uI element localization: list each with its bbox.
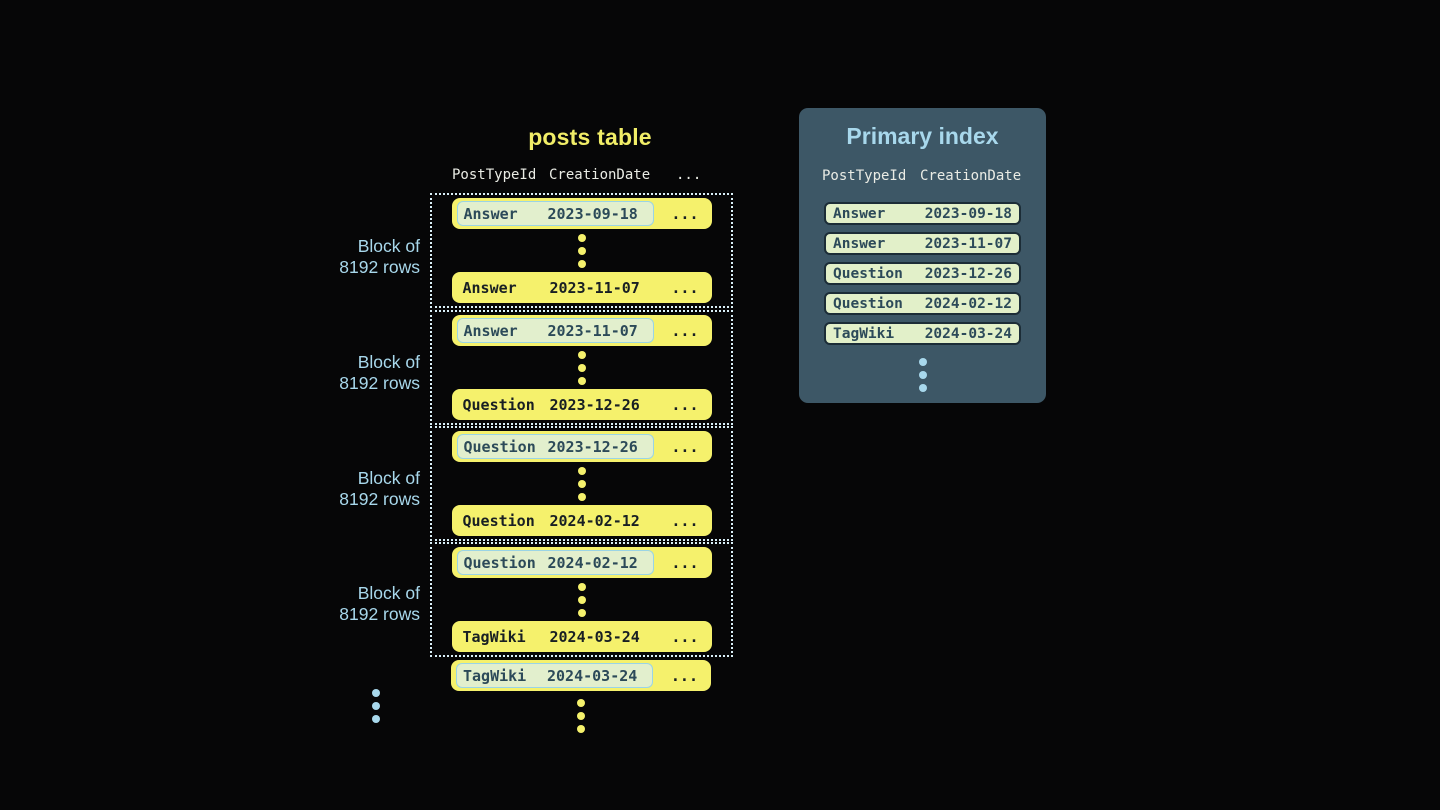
posts-block-4: Question 2024-02-12 ... TagWiki 2024-03-… bbox=[430, 542, 733, 657]
cell-creationdate: 2024-02-12 bbox=[549, 511, 640, 530]
cell-creationdate: 2023-11-07 bbox=[547, 321, 638, 340]
block-label-line2: 8192 rows bbox=[339, 489, 420, 509]
index-column-header-posttypeid: PostTypeId bbox=[822, 168, 907, 184]
cell-posttypeid: Answer bbox=[833, 205, 886, 222]
index-column-header-creationdate: CreationDate bbox=[920, 168, 1022, 184]
index-entry: Question 2023-12-26 bbox=[824, 262, 1021, 285]
table-row: Answer 2023-09-18 ... bbox=[451, 198, 712, 229]
table-row: Question 2024-02-12 ... bbox=[451, 505, 712, 536]
table-row: Answer 2023-11-07 ... bbox=[451, 272, 712, 303]
indexed-row-highlight: TagWiki 2024-03-24 bbox=[456, 663, 653, 688]
cell-posttypeid: Answer bbox=[462, 278, 517, 297]
cell-creationdate: 2024-03-24 bbox=[924, 325, 1012, 342]
primary-index-panel: Primary index PostTypeId CreationDate An… bbox=[799, 108, 1046, 403]
table-row: Question 2023-12-26 ... bbox=[451, 431, 712, 462]
vertical-ellipsis-icon bbox=[577, 696, 585, 735]
cell-creationdate: 2024-03-24 bbox=[549, 627, 640, 646]
block-label-line2: 8192 rows bbox=[339, 257, 420, 277]
cell-posttypeid: Answer bbox=[463, 321, 518, 340]
vertical-ellipsis-icon bbox=[577, 464, 586, 503]
indexed-row-highlight: Answer 2023-11-07 bbox=[456, 318, 654, 343]
block-label-2: Block of 8192 rows bbox=[270, 352, 420, 394]
cell-creationdate: 2024-03-24 bbox=[547, 666, 638, 685]
cell-posttypeid: TagWiki bbox=[463, 666, 527, 685]
cell-posttypeid: TagWiki bbox=[462, 627, 526, 646]
posts-block-1: Answer 2023-09-18 ... Answer 2023-11-07 … bbox=[430, 193, 733, 308]
posts-column-header-more: ... bbox=[676, 167, 702, 183]
block-label-1: Block of 8192 rows bbox=[270, 236, 420, 278]
cell-creationdate: 2024-02-12 bbox=[547, 553, 638, 572]
posts-overflow-row: TagWiki 2024-03-24 ... bbox=[451, 660, 711, 691]
ellipsis-icon: ... bbox=[670, 666, 698, 685]
block-label-4: Block of 8192 rows bbox=[270, 583, 420, 625]
cell-posttypeid: Question bbox=[463, 437, 536, 456]
cell-posttypeid: Question bbox=[833, 265, 903, 282]
vertical-ellipsis-icon bbox=[577, 580, 586, 619]
cell-posttypeid: TagWiki bbox=[833, 325, 895, 342]
table-row: TagWiki 2024-03-24 ... bbox=[451, 660, 711, 691]
ellipsis-icon: ... bbox=[671, 395, 699, 414]
cell-posttypeid: Question bbox=[463, 553, 536, 572]
ellipsis-icon: ... bbox=[671, 321, 699, 340]
primary-index-title: Primary index bbox=[846, 123, 999, 149]
cell-posttypeid: Answer bbox=[833, 235, 886, 252]
ellipsis-icon: ... bbox=[671, 511, 699, 530]
block-label-line1: Block of bbox=[357, 583, 420, 603]
cell-creationdate: 2023-12-26 bbox=[924, 265, 1012, 282]
cell-posttypeid: Question bbox=[462, 511, 535, 530]
indexed-row-highlight: Answer 2023-09-18 bbox=[456, 201, 654, 226]
index-entry: Question 2024-02-12 bbox=[824, 292, 1021, 315]
cell-posttypeid: Question bbox=[833, 295, 903, 312]
table-row: TagWiki 2024-03-24 ... bbox=[451, 621, 712, 652]
primary-index-rows: Answer 2023-09-18 Answer 2023-11-07 Ques… bbox=[824, 202, 1021, 345]
cell-posttypeid: Question bbox=[462, 395, 535, 414]
table-row: Question 2023-12-26 ... bbox=[451, 389, 712, 420]
block-label-line1: Block of bbox=[357, 468, 420, 488]
cell-creationdate: 2023-09-18 bbox=[547, 204, 638, 223]
ellipsis-icon: ... bbox=[671, 553, 699, 572]
vertical-ellipsis-icon bbox=[577, 348, 586, 387]
block-label-line1: Block of bbox=[357, 236, 420, 256]
vertical-ellipsis-icon bbox=[577, 231, 586, 270]
table-row: Answer 2023-11-07 ... bbox=[451, 315, 712, 346]
block-label-line1: Block of bbox=[357, 352, 420, 372]
index-entry: Answer 2023-11-07 bbox=[824, 232, 1021, 255]
indexed-row-highlight: Question 2023-12-26 bbox=[456, 434, 654, 459]
ellipsis-icon: ... bbox=[671, 627, 699, 646]
vertical-ellipsis-icon bbox=[372, 686, 380, 725]
ellipsis-icon: ... bbox=[671, 204, 699, 223]
posts-column-header-creationdate: CreationDate bbox=[549, 167, 651, 183]
block-label-line2: 8192 rows bbox=[339, 373, 420, 393]
posts-column-header-posttypeid: PostTypeId bbox=[452, 167, 537, 183]
posts-block-3: Question 2023-12-26 ... Question 2024-02… bbox=[430, 426, 733, 541]
cell-creationdate: 2024-02-12 bbox=[924, 295, 1012, 312]
block-label-3: Block of 8192 rows bbox=[270, 468, 420, 510]
table-row: Question 2024-02-12 ... bbox=[451, 547, 712, 578]
vertical-ellipsis-icon bbox=[799, 355, 1046, 394]
cell-posttypeid: Answer bbox=[463, 204, 518, 223]
cell-creationdate: 2023-12-26 bbox=[549, 395, 640, 414]
ellipsis-icon: ... bbox=[671, 437, 699, 456]
cell-creationdate: 2023-11-07 bbox=[924, 235, 1012, 252]
posts-block-2: Answer 2023-11-07 ... Question 2023-12-2… bbox=[430, 310, 733, 425]
index-entry: TagWiki 2024-03-24 bbox=[824, 322, 1021, 345]
posts-table-title: posts table bbox=[528, 124, 652, 150]
ellipsis-icon: ... bbox=[671, 278, 699, 297]
cell-creationdate: 2023-11-07 bbox=[549, 278, 640, 297]
cell-creationdate: 2023-09-18 bbox=[924, 205, 1012, 222]
indexed-row-highlight: Question 2024-02-12 bbox=[456, 550, 654, 575]
index-entry: Answer 2023-09-18 bbox=[824, 202, 1021, 225]
cell-creationdate: 2023-12-26 bbox=[547, 437, 638, 456]
block-label-line2: 8192 rows bbox=[339, 604, 420, 624]
